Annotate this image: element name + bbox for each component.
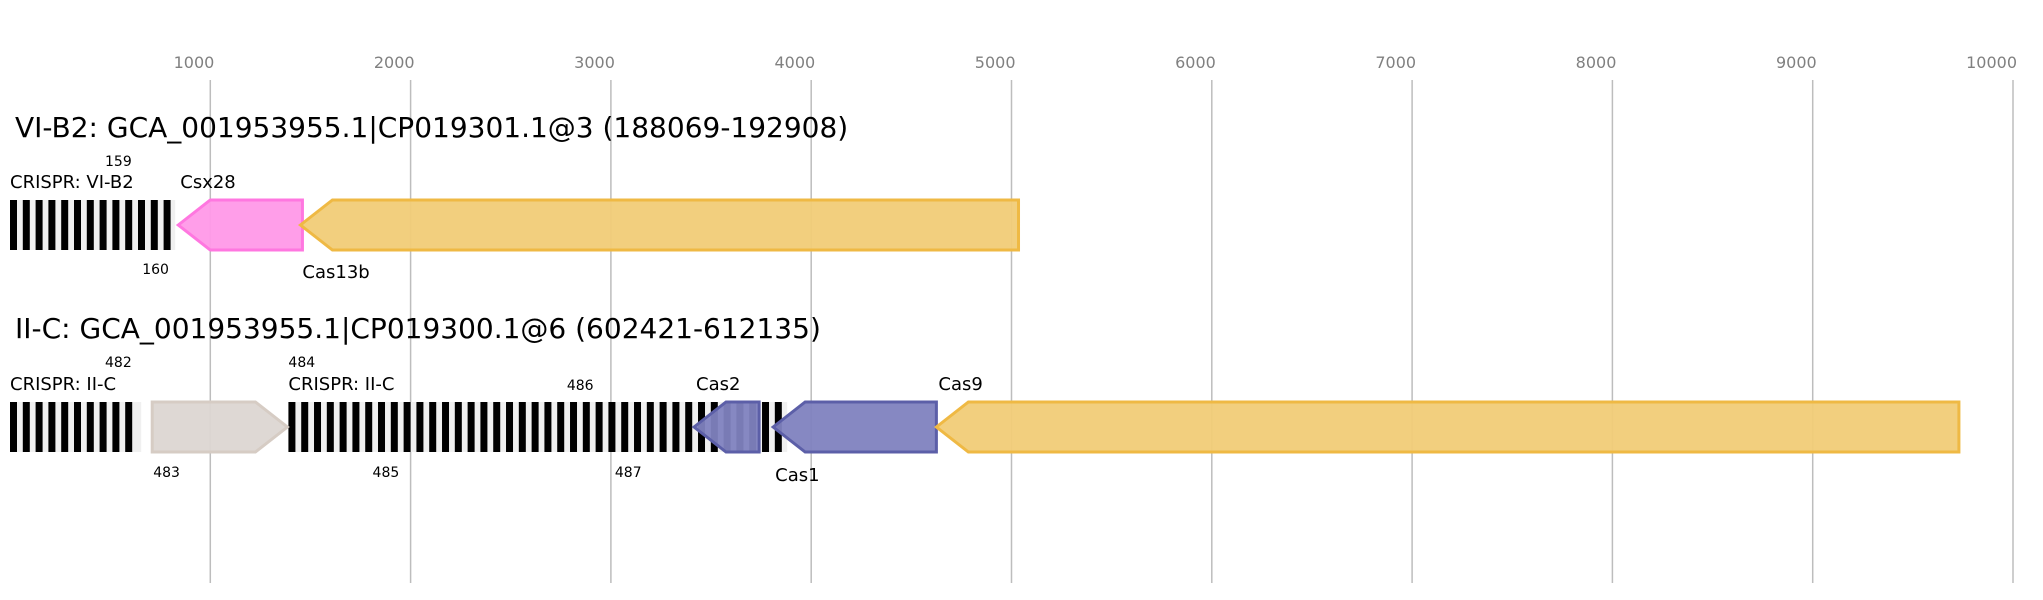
array-id-label: 485 bbox=[373, 465, 400, 481]
gene-arrow-csx28 bbox=[175, 198, 304, 252]
crispr-repeat bbox=[762, 402, 770, 452]
array-id-label: 159 bbox=[105, 154, 132, 170]
crispr-repeat bbox=[403, 402, 411, 452]
crispr-repeat bbox=[99, 200, 107, 250]
crispr-repeat bbox=[61, 200, 69, 250]
crispr-repeat bbox=[659, 402, 667, 452]
crispr-repeat bbox=[112, 402, 120, 452]
crispr-repeat bbox=[378, 402, 386, 452]
axis-tick-label: 3000 bbox=[574, 53, 615, 72]
crispr-repeat bbox=[326, 402, 334, 452]
crispr-repeat bbox=[531, 402, 539, 452]
crispr-repeat bbox=[48, 402, 56, 452]
array-id-label: 487 bbox=[615, 465, 642, 481]
gene-arrow-cas1 bbox=[770, 400, 938, 454]
gene-label: Cas1 bbox=[775, 465, 819, 486]
gene-arrow-cas2 bbox=[691, 400, 761, 454]
array-id-label: 160 bbox=[142, 262, 169, 278]
crispr-repeat bbox=[74, 200, 81, 250]
locus-title: II-C: GCA_001953955.1|CP019300.1@6 (6024… bbox=[15, 312, 821, 345]
crispr-repeat bbox=[86, 402, 94, 452]
gene-label: Csx28 bbox=[180, 172, 236, 193]
crispr-repeat bbox=[125, 402, 133, 452]
crispr-repeat bbox=[390, 402, 398, 452]
axis-tick-label: 6000 bbox=[1175, 53, 1216, 72]
crispr-repeat bbox=[646, 402, 654, 452]
crispr-repeat bbox=[480, 402, 488, 452]
array-id-label: 484 bbox=[288, 355, 315, 371]
crispr-repeat bbox=[595, 402, 603, 452]
axis-tick-label: 7000 bbox=[1375, 53, 1416, 72]
crispr-repeat bbox=[22, 200, 30, 250]
axis-tick-label: 10000 bbox=[1966, 53, 2017, 72]
array-id-label: 486 bbox=[567, 378, 594, 394]
array-id-label: 483 bbox=[153, 465, 180, 481]
crispr-repeat bbox=[557, 402, 565, 452]
gene-arrow-cas13b bbox=[297, 198, 1021, 252]
crispr-repeat bbox=[544, 402, 552, 452]
crispr-array-label: CRISPR: VI-B2 bbox=[10, 172, 134, 193]
crispr-repeat bbox=[10, 402, 17, 452]
crispr-repeat bbox=[621, 402, 629, 452]
crispr-repeat bbox=[288, 402, 296, 452]
crispr-repeat bbox=[48, 200, 56, 250]
crispr-repeat bbox=[35, 200, 43, 250]
crispr-repeat bbox=[22, 402, 30, 452]
crispr-repeat bbox=[301, 402, 309, 452]
axis-tick-label: 2000 bbox=[374, 53, 415, 72]
gene-arrow-cas9 bbox=[933, 400, 1961, 454]
crispr-repeat bbox=[150, 200, 158, 250]
axis-tick-label: 5000 bbox=[975, 53, 1016, 72]
gene-label: Cas13b bbox=[302, 262, 369, 283]
crispr-repeat bbox=[163, 200, 171, 250]
crispr-repeat bbox=[493, 402, 501, 452]
crispr-repeat bbox=[86, 200, 94, 250]
crispr-repeat bbox=[112, 200, 120, 250]
crispr-repeat bbox=[125, 200, 133, 250]
crispr-repeat bbox=[74, 402, 81, 452]
crispr-repeat bbox=[467, 402, 475, 452]
crispr-array-label: CRISPR: II-C bbox=[10, 374, 116, 395]
crispr-repeat bbox=[582, 402, 590, 452]
crispr-repeat bbox=[429, 402, 437, 452]
axis-tick-label: 8000 bbox=[1576, 53, 1617, 72]
crispr-repeat bbox=[442, 402, 450, 452]
crispr-repeat bbox=[99, 402, 107, 452]
crispr-repeat bbox=[506, 402, 514, 452]
crispr-array-label: CRISPR: II-C bbox=[288, 374, 394, 395]
crispr-repeat bbox=[518, 402, 526, 452]
axis-tick-label: 4000 bbox=[774, 53, 815, 72]
locus-title: VI-B2: GCA_001953955.1|CP019301.1@3 (188… bbox=[15, 111, 848, 144]
crispr-repeat bbox=[685, 402, 693, 452]
axis-tick-label: 9000 bbox=[1776, 53, 1817, 72]
crispr-repeat bbox=[454, 402, 462, 452]
crispr-repeat bbox=[138, 200, 145, 250]
axis-tick-label: 1000 bbox=[174, 53, 215, 72]
crispr-repeat bbox=[672, 402, 680, 452]
gene-arrow-unknown bbox=[150, 400, 290, 454]
crispr-repeat bbox=[570, 402, 578, 452]
array-id-label: 482 bbox=[105, 355, 132, 371]
gene-label: Cas9 bbox=[938, 374, 982, 395]
crispr-repeat bbox=[10, 200, 17, 250]
crispr-repeat bbox=[61, 402, 69, 452]
crispr-repeat bbox=[314, 402, 322, 452]
crispr-repeat bbox=[339, 402, 347, 452]
crispr-repeat bbox=[352, 402, 360, 452]
crispr-repeat bbox=[365, 402, 373, 452]
crispr-repeat bbox=[416, 402, 424, 452]
gene-label: Cas2 bbox=[696, 374, 740, 395]
crispr-repeat bbox=[35, 402, 43, 452]
crispr-repeat bbox=[608, 402, 616, 452]
crispr-repeat bbox=[634, 402, 642, 452]
